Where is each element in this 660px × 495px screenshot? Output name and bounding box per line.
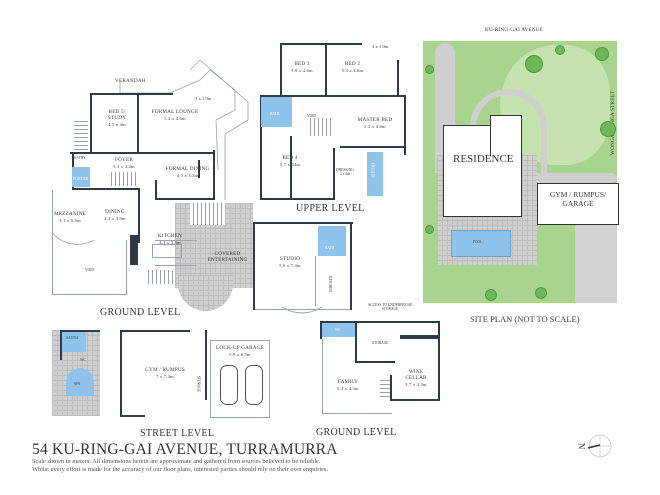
disclaimer: Scale shown in meters. All dimensions he… xyxy=(32,458,328,475)
spa-label: SPA xyxy=(74,382,81,386)
lower-wc xyxy=(322,323,355,337)
upper-bath-label: BATH xyxy=(270,112,280,116)
property-title: 54 KU-RING-GAI AVENUE, TURRAMURRA xyxy=(32,441,338,458)
upper-balcony-dimension: 3 x 1.9m xyxy=(372,44,389,49)
upper-bath xyxy=(261,97,292,127)
studio-bath-label: BATH xyxy=(325,246,335,250)
lower-storage-label: STORAGE xyxy=(372,341,389,345)
studio-bath xyxy=(318,226,346,256)
sauna xyxy=(62,332,86,352)
lower-ground-title: GROUND LEVEL xyxy=(316,427,397,438)
balcony-dimension: 3 x 1.9m xyxy=(195,96,212,101)
access-note: ACCESS TO UNDERHOUSE STORAGE xyxy=(367,303,413,312)
pool-label: POOL xyxy=(473,240,483,244)
entry-label: ENTRY xyxy=(74,156,86,160)
verandah-label: VERANDAH xyxy=(115,78,146,84)
gym-footprint xyxy=(537,183,619,225)
upper-level-title: UPPER LEVEL xyxy=(296,203,365,214)
disclaimer-line-2: Whilst every effort is made for the accu… xyxy=(32,466,329,474)
spa xyxy=(66,368,94,396)
covered-entertaining-label: COVERED ENTERTAINING xyxy=(207,251,248,263)
street-level-title: STREET LEVEL xyxy=(140,428,215,439)
ground-level-title: GROUND LEVEL xyxy=(100,307,181,318)
car-icon xyxy=(220,365,238,405)
lower-ground-plan: ACCESS TO UNDERHOUSE STORAGE WC STORAGE … xyxy=(310,295,450,445)
car-icon xyxy=(245,365,263,405)
site-plan: KU-RING-GAI AVENUE RESIDENCE GYM / RUMPU… xyxy=(415,25,660,325)
compass-icon: N xyxy=(576,432,614,462)
wc-label: WC xyxy=(80,358,86,362)
upper-void-label: VOID xyxy=(307,114,316,118)
gym-label: GYM / RUMPUS/ GARAGE xyxy=(549,190,607,208)
studio-kitchen-label: KITCHEN xyxy=(327,276,332,292)
disclaimer-line-1: Scale shown in meters. All dimensions he… xyxy=(32,458,321,465)
ensuite-label: ENSUITE xyxy=(370,162,375,178)
ensuite xyxy=(367,152,383,196)
void-label: VOID xyxy=(85,268,94,272)
north-label: N xyxy=(576,442,587,450)
street-top-label: KU-RING-GAI AVENUE xyxy=(485,27,544,33)
lower-wc-label: WC xyxy=(335,328,341,332)
pool xyxy=(451,230,511,257)
powder-room xyxy=(72,167,90,187)
powder-label: POWDER xyxy=(73,177,89,181)
site-plan-title: SITE PLAN (NOT TO SCALE) xyxy=(470,314,580,324)
residence-label: RESIDENCE xyxy=(453,153,514,165)
sauna-label: SAUNA xyxy=(66,336,79,340)
street-storage-label: STORAGE xyxy=(196,375,201,393)
